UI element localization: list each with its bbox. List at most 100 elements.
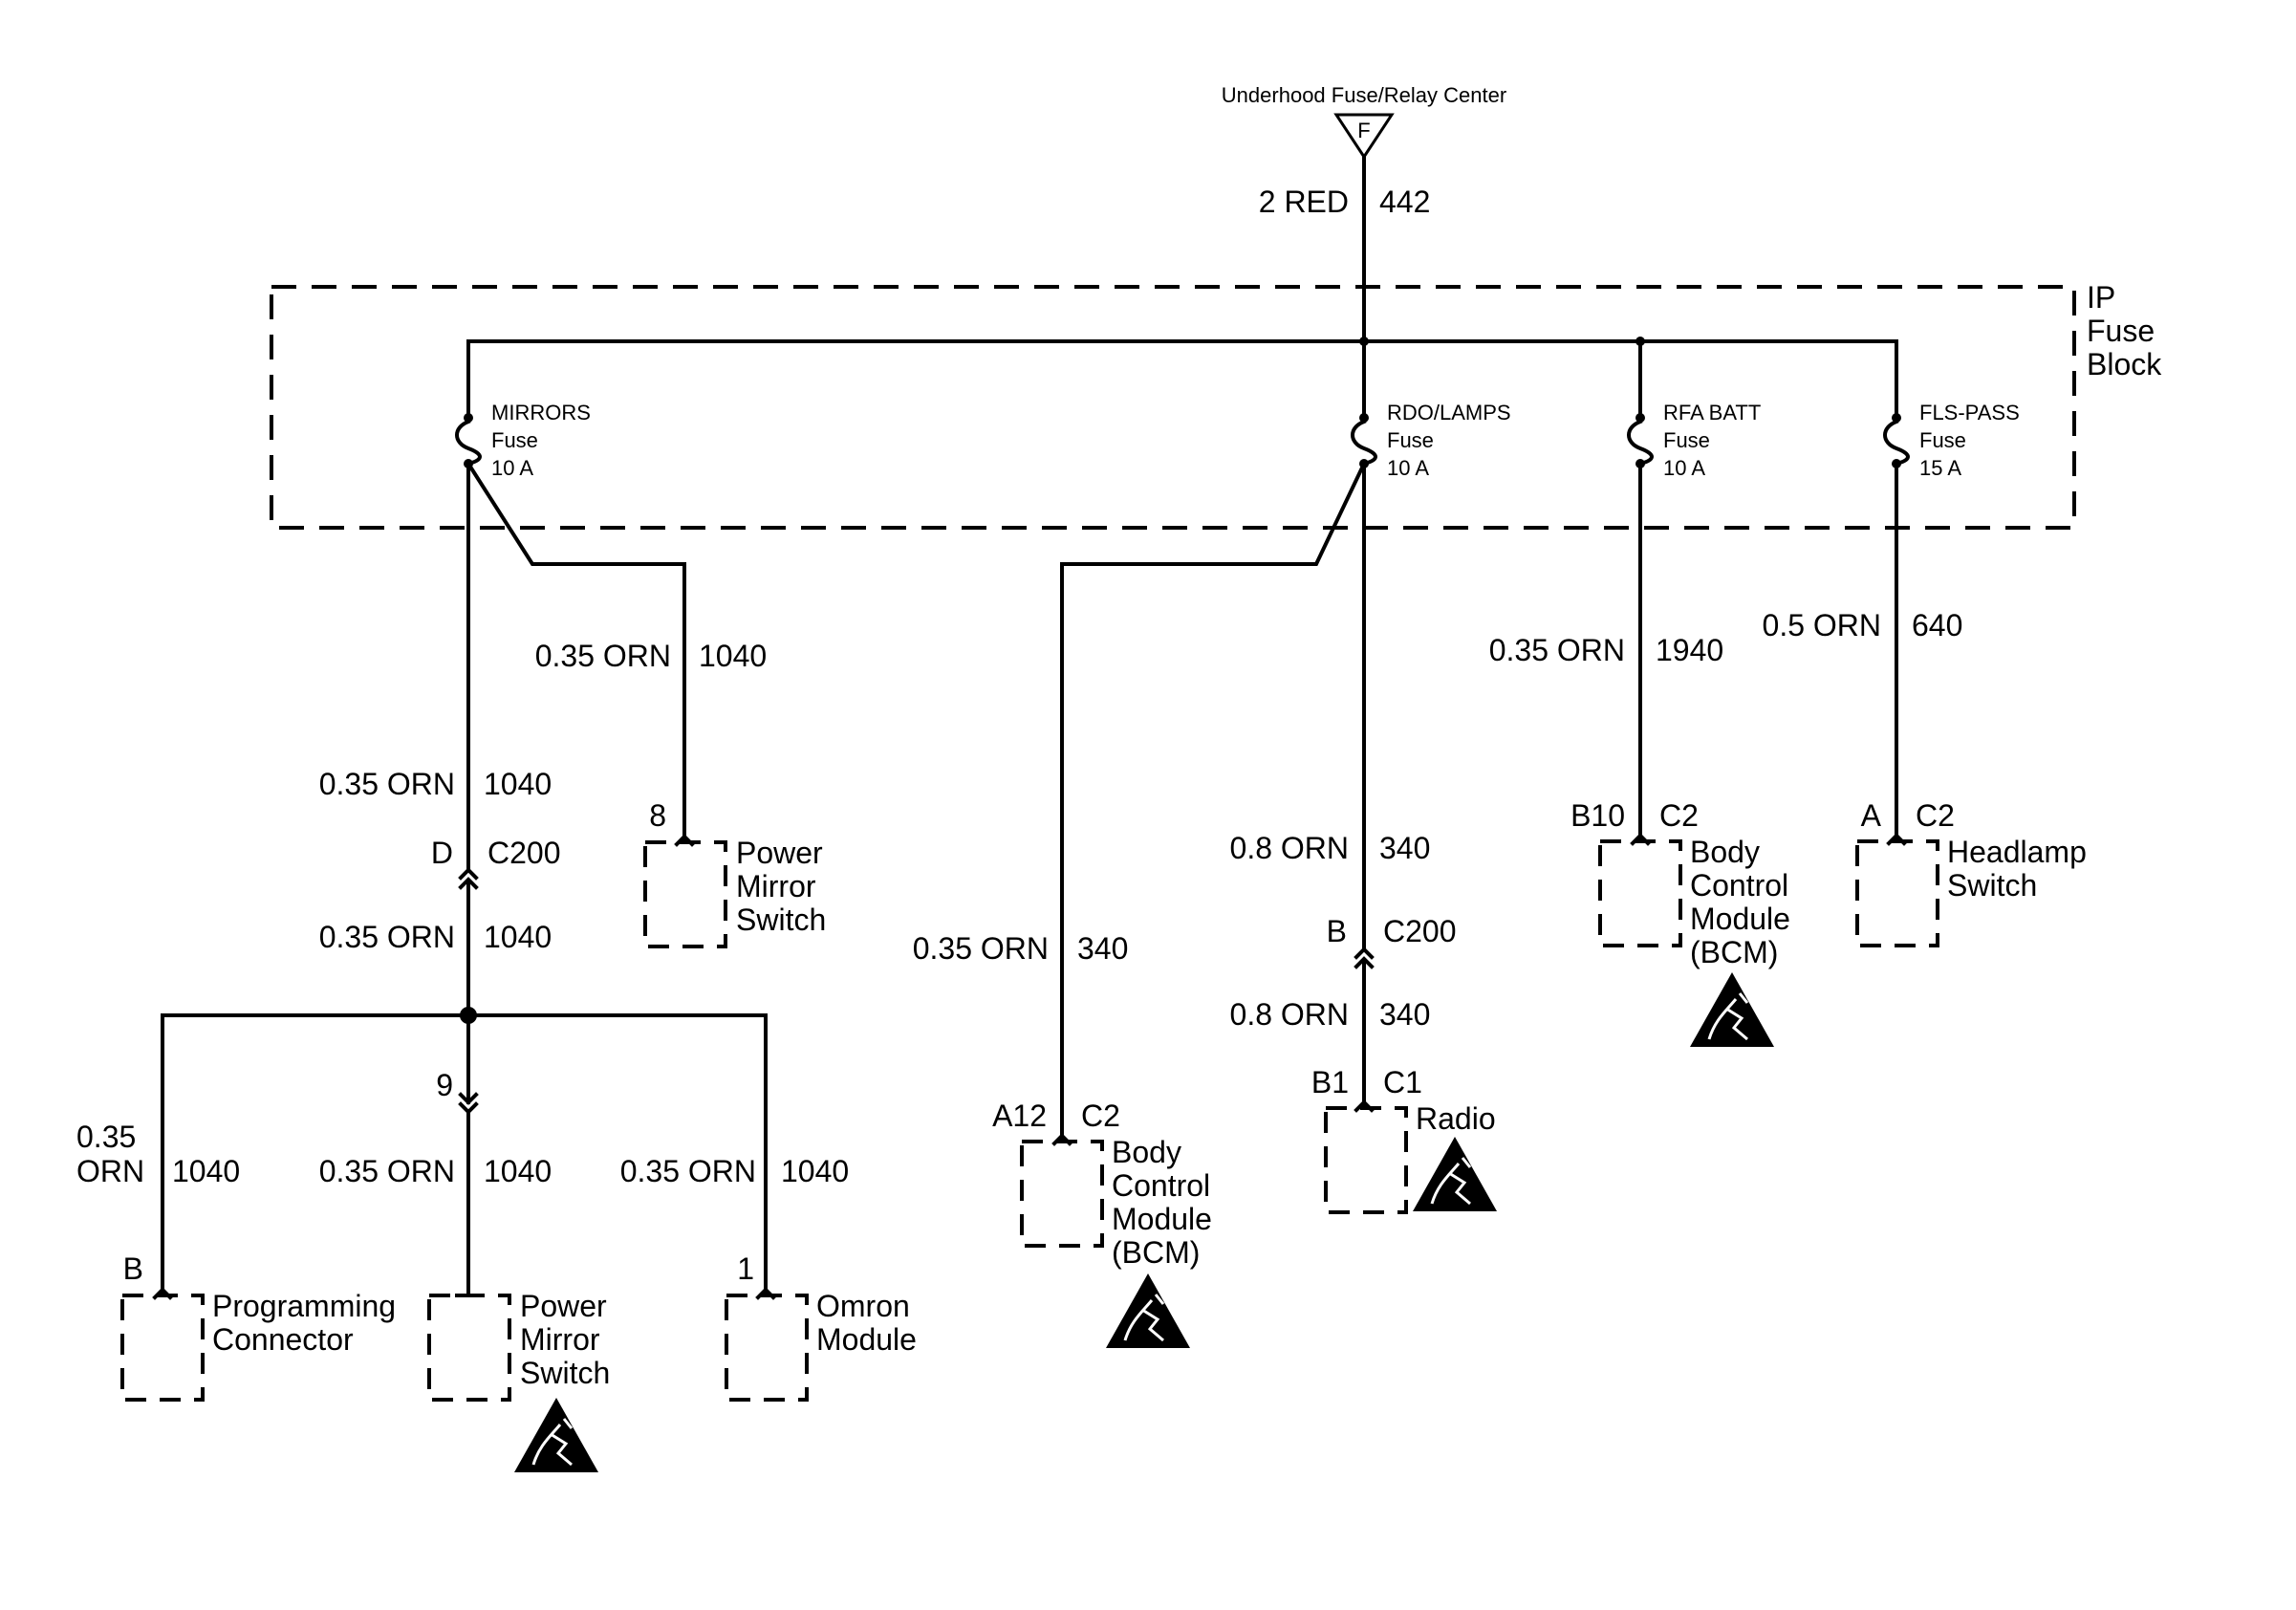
wire-radio-upper-gauge: 0.8 ORN	[1230, 831, 1349, 865]
wire-omron-circuit: 1040	[781, 1154, 849, 1188]
source-letter: F	[1357, 119, 1370, 142]
omron-pin: 1	[737, 1251, 754, 1286]
fuse-rdo-lamps-rating: 10 A	[1387, 456, 1429, 480]
wire-mirrors-lower-gauge: 0.35 ORN	[319, 920, 455, 954]
power-mirror-switch-top-label-1: Power	[736, 836, 823, 870]
wire-radio-upper-circuit: 340	[1379, 831, 1430, 865]
underhood-fuse-relay-center: Underhood Fuse/Relay Center F	[1222, 83, 1506, 160]
fuse-rfa-batt: RFA BATT Fuse 10 A	[1627, 339, 1761, 480]
bcm-b10-label-4: (BCM)	[1690, 935, 1778, 969]
fuse-fls-pass-rating: 15 A	[1919, 456, 1961, 480]
programming-connector-label-1: Programming	[212, 1289, 396, 1323]
wire-442-circuit: 442	[1379, 185, 1430, 219]
bcm-a12-label-2: Control	[1112, 1168, 1210, 1203]
wire-mirror-switch-bottom-gauge: 0.35 ORN	[319, 1154, 455, 1188]
power-mirror-switch-top-label-3: Switch	[736, 903, 826, 937]
wire-radio-lower-gauge: 0.8 ORN	[1230, 997, 1349, 1032]
esd-warning-icon	[512, 1396, 600, 1474]
omron-module-label-1: Omron	[816, 1289, 910, 1323]
wire-prog-conn-gauge-2: ORN	[76, 1154, 144, 1188]
headlamp-connector: C2	[1916, 798, 1955, 833]
wire-mirrors-upper-gauge: 0.35 ORN	[319, 767, 455, 801]
wire-headlamp-gauge: 0.5 ORN	[1763, 608, 1881, 642]
wire-1040-mirror-switch-top	[466, 461, 686, 840]
fuse-fls-pass: FLS-PASS Fuse 15 A	[1883, 339, 2020, 480]
esd-warning-icon	[1411, 1135, 1499, 1213]
power-mirror-switch-top	[643, 840, 727, 948]
fuse-mirrors-rating: 10 A	[491, 456, 533, 480]
power-mirror-switch-bottom-label-2: Mirror	[520, 1322, 600, 1357]
wire-mirrors-upper-circuit: 1040	[484, 767, 552, 801]
bcm-b10-label-1: Body	[1690, 835, 1760, 869]
wire-mirror-switch-top-gauge: 0.35 ORN	[535, 639, 671, 673]
ip-fuse-block	[270, 285, 2076, 530]
fuse-rfa-batt-rating: 10 A	[1663, 456, 1705, 480]
headlamp-switch	[1855, 839, 1939, 947]
radio	[1324, 1106, 1408, 1214]
wire-mirrors-lower-circuit: 1040	[484, 920, 552, 954]
bcm-b10-pin: B10	[1570, 798, 1625, 833]
radio-connector: C1	[1383, 1065, 1422, 1099]
wire-bcm-a12-gauge: 0.35 ORN	[913, 931, 1049, 966]
esd-warning-icon	[1104, 1272, 1192, 1350]
fuse-rdo-lamps: RDO/LAMPS Fuse 10 A	[1351, 339, 1511, 480]
body-control-module-a12	[1020, 1140, 1104, 1248]
bcm-a12-label-4: (BCM)	[1112, 1235, 1200, 1270]
bcm-a12-label-3: Module	[1112, 1202, 1212, 1236]
bcm-a12-connector: C2	[1081, 1099, 1120, 1133]
headlamp-switch-label-1: Headlamp	[1947, 835, 2087, 869]
wire-mirror-switch-bottom-circuit: 1040	[484, 1154, 552, 1188]
body-control-module-b10	[1598, 839, 1682, 947]
wire-mirror-switch-top-circuit: 1040	[699, 639, 767, 673]
fuse-block-label-1: IP	[2087, 280, 2115, 315]
wire-headlamp-circuit: 640	[1912, 608, 1962, 642]
bcm-a12-label-1: Body	[1112, 1135, 1181, 1169]
fuse-rfa-batt-type: Fuse	[1663, 428, 1710, 452]
fuse-mirrors: MIRRORS Fuse 10 A	[455, 339, 591, 480]
fuse-fls-pass-name: FLS-PASS	[1919, 401, 2020, 424]
programming-connector-label-2: Connector	[212, 1322, 354, 1357]
wire-bcm-a12-circuit: 340	[1077, 931, 1128, 966]
fuse-block-label-3: Block	[2087, 347, 2162, 381]
power-mirror-switch-bottom-label-3: Switch	[520, 1356, 610, 1390]
wire-442-gauge: 2 RED	[1259, 185, 1349, 219]
fuse-mirrors-type: Fuse	[491, 428, 538, 452]
radio-label: Radio	[1416, 1101, 1496, 1136]
wire-omron-gauge: 0.35 ORN	[620, 1154, 756, 1188]
power-mirror-switch-bottom	[427, 1294, 511, 1402]
headlamp-pin: A	[1861, 798, 1882, 833]
fuse-rdo-lamps-name: RDO/LAMPS	[1387, 401, 1511, 424]
power-mirror-switch-top-label-2: Mirror	[736, 869, 816, 903]
source-triangle-icon	[1333, 113, 1395, 160]
wire-bcm-b10-gauge: 0.35 ORN	[1489, 633, 1625, 667]
fuse-rdo-lamps-type: Fuse	[1387, 428, 1434, 452]
power-mirror-switch-bottom-label-1: Power	[520, 1289, 607, 1323]
c200-left-name: C200	[487, 836, 561, 870]
fuse-mirrors-name: MIRRORS	[491, 401, 591, 424]
wire-radio-lower-circuit: 340	[1379, 997, 1430, 1032]
c200-left-pin: D	[431, 836, 453, 870]
wire-bcm-b10-circuit: 1940	[1656, 633, 1723, 667]
mirror-switch-top-pin: 8	[649, 798, 666, 833]
wire-prog-conn-circuit: 1040	[172, 1154, 240, 1188]
fuse-rfa-batt-name: RFA BATT	[1663, 401, 1761, 424]
headlamp-switch-label-2: Switch	[1947, 868, 2037, 903]
bcm-a12-pin: A12	[992, 1099, 1047, 1133]
bcm-b10-label-3: Module	[1690, 902, 1790, 936]
c200-right-pin: B	[1327, 914, 1347, 948]
source-label: Underhood Fuse/Relay Center	[1222, 83, 1506, 107]
fuse-fls-pass-type: Fuse	[1919, 428, 1966, 452]
splice-pin-label: 9	[436, 1068, 453, 1102]
omron-module-label-2: Module	[816, 1322, 917, 1357]
fuse-block-label-2: Fuse	[2087, 314, 2155, 348]
radio-pin: B1	[1311, 1065, 1349, 1099]
bcm-b10-connector: C2	[1659, 798, 1699, 833]
c200-right-name: C200	[1383, 914, 1457, 948]
esd-warning-icon	[1688, 970, 1776, 1049]
bcm-b10-label-2: Control	[1690, 868, 1788, 903]
programming-connector	[120, 1294, 205, 1402]
wire-340-bcm-a12	[1060, 461, 1367, 1140]
wire-prog-conn-gauge-1: 0.35	[76, 1120, 136, 1154]
omron-module	[725, 1294, 809, 1402]
